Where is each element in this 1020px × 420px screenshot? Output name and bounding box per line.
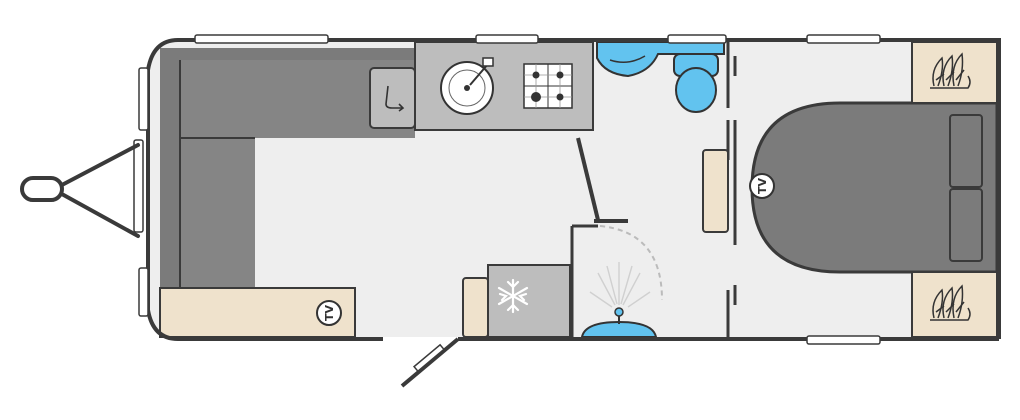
- tv-label-bedroom: TV: [756, 178, 769, 195]
- washroom-basin: [596, 41, 725, 78]
- bed-pillow-bottom: [949, 188, 983, 262]
- window-front-2: [133, 139, 144, 233]
- tv-icon-bedroom: TV: [749, 173, 775, 199]
- oven-icon: [385, 85, 405, 112]
- front-sofa-seat-side: [180, 138, 255, 288]
- window-top-2: [475, 34, 539, 44]
- window-top-3: [667, 34, 727, 44]
- hob-icon: [523, 63, 573, 109]
- tv-icon-front: TV: [316, 300, 342, 326]
- fridge: [487, 264, 571, 338]
- window-front-1: [138, 67, 149, 131]
- tv-label-front: TV: [323, 305, 336, 322]
- window-bottom: [806, 335, 881, 345]
- snowflake-icon: [497, 278, 529, 314]
- sink-icon: [440, 57, 494, 115]
- basin-icon: [580, 307, 658, 338]
- tow-hitch: [20, 143, 140, 238]
- window-top-4: [806, 34, 881, 44]
- shower-door-arc: [599, 225, 663, 301]
- kitchen-partition: [576, 137, 600, 221]
- window-front-3: [138, 267, 149, 317]
- window-top-1: [194, 34, 329, 44]
- oven-unit: [369, 67, 416, 129]
- kitchen-side-cabinet: [462, 277, 489, 338]
- entrance-door: [400, 337, 460, 388]
- pillow-icon: [930, 52, 971, 89]
- bed-pillow-top: [949, 114, 983, 188]
- pillow-icon: [930, 284, 971, 321]
- toilet-icon: [673, 53, 719, 113]
- wardrobe-unit: [702, 149, 729, 233]
- shower-icon: [589, 262, 651, 308]
